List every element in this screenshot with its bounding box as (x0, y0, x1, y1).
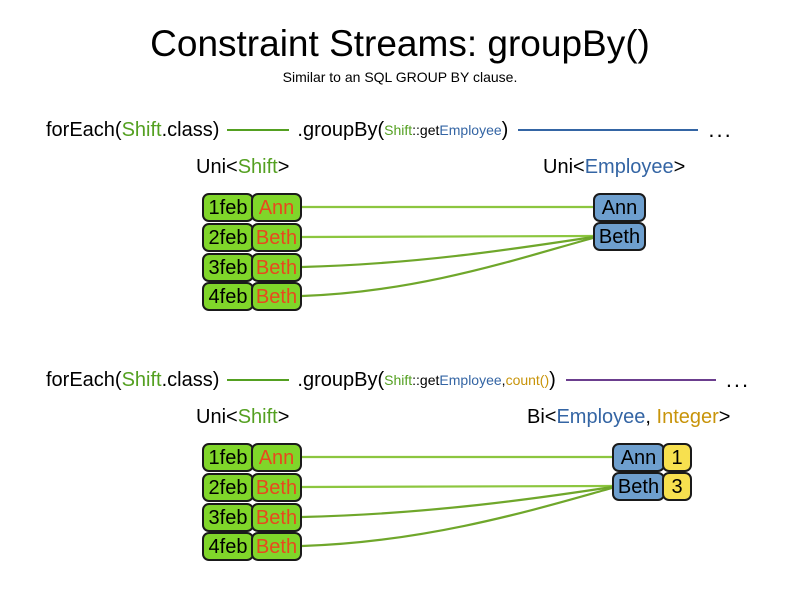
pipeline-ellipsis: ... (708, 117, 733, 142)
employee-fact-row[interactable]: Beth (593, 222, 646, 251)
left-type-prefix: Uni< (196, 156, 238, 178)
shift-fact-row[interactable]: 1feb Ann (202, 443, 302, 472)
right-type-name: Employee (556, 406, 646, 428)
collector-count: count() (505, 372, 550, 388)
pipeline-ellipsis: ... (725, 367, 751, 392)
left-type-name: Shift (237, 156, 278, 178)
group-by-open: .groupBy( (297, 119, 385, 141)
shift-date-cell: 1feb (202, 443, 254, 472)
left-type-suffix: > (277, 406, 290, 428)
right-type-prefix: Bi< (527, 406, 557, 428)
pipeline-groupby-count: forEach(Shift.class) .groupBy(Shift::get… (46, 365, 766, 395)
shift-employee-cell: Beth (251, 532, 302, 561)
for-each-close: .class) (161, 369, 220, 391)
group-by-open: .groupBy( (297, 369, 385, 391)
employee-count-fact-row[interactable]: Ann 1 (612, 443, 692, 472)
shift-employee-cell: Ann (251, 193, 302, 222)
shift-date-cell: 3feb (202, 253, 254, 282)
page-title: Constraint Streams: groupBy() (150, 23, 650, 64)
shift-employee-cell: Beth (251, 503, 302, 532)
connector-foreach-groupby (227, 379, 290, 381)
pipeline-groupby-single: forEach(Shift.class) .groupBy(Shift::get… (46, 115, 766, 145)
shift-date-cell: 1feb (202, 193, 254, 222)
for-each-open: forEach( (46, 119, 122, 141)
right-type-suffix: > (673, 156, 686, 178)
left-type-label-2: Uni<Shift> (196, 405, 289, 429)
mapper-sep: ::get (412, 372, 440, 388)
for-each-close: .class) (161, 119, 220, 141)
shift-employee-cell: Beth (251, 223, 302, 252)
right-type-sep: , (645, 406, 657, 428)
for-each-type: Shift (121, 119, 162, 141)
employee-name-cell: Beth (593, 222, 646, 251)
right-type-label-1: Uni<Employee> (543, 155, 685, 179)
mapper-sep: ::get (412, 122, 440, 138)
left-type-label-1: Uni<Shift> (196, 155, 289, 179)
for-each-open: forEach( (46, 369, 122, 391)
mapper-type: Shift (384, 372, 413, 388)
left-type-prefix: Uni< (196, 406, 238, 428)
group-by-close: ) (549, 369, 556, 391)
right-type-name-2: Integer (656, 406, 719, 428)
shift-date-cell: 4feb (202, 532, 254, 561)
employee-count-fact-row[interactable]: Beth 3 (612, 472, 692, 501)
left-type-suffix: > (277, 156, 290, 178)
shift-fact-row[interactable]: 4feb Beth (202, 532, 302, 561)
employee-count-cell: 3 (662, 472, 692, 501)
employee-name-cell: Ann (612, 443, 665, 472)
employee-fact-row[interactable]: Ann (593, 193, 646, 222)
shift-date-cell: 3feb (202, 503, 254, 532)
mapper-type: Shift (384, 122, 413, 138)
shift-fact-row[interactable]: 2feb Beth (202, 473, 302, 502)
shift-fact-row[interactable]: 4feb Beth (202, 282, 302, 311)
shift-fact-row[interactable]: 3feb Beth (202, 503, 302, 532)
shift-date-cell: 4feb (202, 282, 254, 311)
shift-fact-row[interactable]: 2feb Beth (202, 223, 302, 252)
shift-employee-cell: Beth (251, 473, 302, 502)
employee-count-cell: 1 (662, 443, 692, 472)
right-type-name: Employee (584, 156, 674, 178)
connector-groupby-output (565, 379, 716, 381)
shift-date-cell: 2feb (202, 473, 254, 502)
employee-name-cell: Beth (612, 472, 665, 501)
shift-employee-cell: Beth (251, 282, 302, 311)
shift-fact-row[interactable]: 3feb Beth (202, 253, 302, 282)
shift-employee-cell: Beth (251, 253, 302, 282)
shift-employee-cell: Ann (251, 443, 302, 472)
right-type-prefix: Uni< (543, 156, 585, 178)
page-subtitle: Similar to an SQL GROUP BY clause. (282, 69, 518, 85)
mapper-prop: Employee (439, 372, 502, 388)
connector-groupby-output (518, 129, 699, 131)
connector-foreach-groupby (227, 129, 290, 131)
shift-fact-row[interactable]: 1feb Ann (202, 193, 302, 222)
mapper-prop: Employee (439, 122, 502, 138)
right-type-suffix: > (718, 406, 731, 428)
left-type-name: Shift (237, 406, 278, 428)
right-type-label-2: Bi<Employee, Integer> (527, 405, 730, 429)
mapper-comma: , (501, 372, 506, 388)
for-each-type: Shift (121, 369, 162, 391)
shift-date-cell: 2feb (202, 223, 254, 252)
group-by-close: ) (501, 119, 509, 141)
employee-name-cell: Ann (593, 193, 646, 222)
